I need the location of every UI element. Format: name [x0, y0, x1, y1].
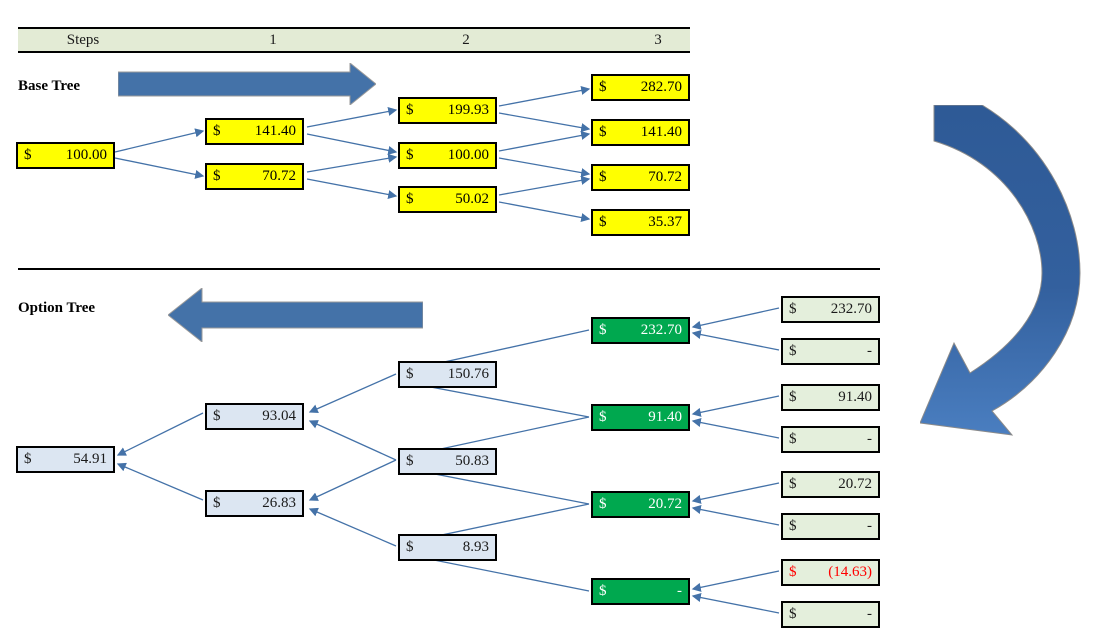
node-value: 282.70	[640, 79, 682, 95]
payoff-node-negative: $ (14.63)	[781, 559, 880, 586]
currency-symbol: $	[213, 168, 221, 184]
option-node: $ 26.83	[205, 490, 304, 517]
node-value: 35.37	[648, 214, 682, 230]
option-node: $ 54.91	[16, 446, 115, 473]
currency-symbol: $	[213, 408, 221, 424]
currency-symbol: $	[789, 343, 797, 359]
node-value: 70.72	[648, 169, 682, 185]
node-value: 141.40	[640, 124, 682, 140]
base-node: $ 100.00	[398, 142, 497, 169]
currency-symbol: $	[599, 169, 607, 185]
option-node: $ 50.83	[398, 448, 497, 475]
steps-header-1: 1	[269, 31, 277, 48]
node-value: 70.72	[262, 168, 296, 184]
currency-symbol: $	[789, 431, 797, 447]
node-value: 93.04	[262, 408, 296, 424]
base-node: $ 70.72	[591, 164, 690, 191]
payoff-node: $ 20.72	[781, 471, 880, 498]
steps-header-bar: Steps 1 2 3	[18, 27, 690, 53]
section-divider	[18, 268, 880, 270]
currency-symbol: $	[789, 564, 797, 580]
node-value: (14.63)	[828, 564, 872, 580]
base-node: $ 141.40	[591, 119, 690, 146]
node-value: -	[867, 343, 872, 359]
left-block-arrow-icon	[168, 288, 423, 342]
currency-symbol: $	[24, 147, 32, 163]
node-value: 232.70	[830, 301, 872, 317]
node-value: 50.83	[455, 453, 489, 469]
payoff-node: $ -	[781, 426, 880, 453]
base-node: $ 100.00	[16, 142, 115, 169]
node-value: 20.72	[648, 496, 682, 512]
node-value: 8.93	[462, 539, 489, 555]
node-value: 150.76	[447, 366, 489, 382]
node-value: 232.70	[640, 322, 682, 338]
steps-header-3: 3	[654, 31, 662, 48]
payoff-node: $ 91.40	[781, 384, 880, 411]
payoff-node: $ -	[781, 601, 880, 628]
currency-symbol: $	[406, 147, 414, 163]
node-value: 100.00	[65, 147, 107, 163]
base-node: $ 35.37	[591, 209, 690, 236]
base-node: $ 199.93	[398, 97, 497, 124]
currency-symbol: $	[406, 539, 414, 555]
steps-header-2: 2	[462, 31, 470, 48]
option-terminal-node: $ 232.70	[591, 317, 690, 344]
currency-symbol: $	[406, 366, 414, 382]
currency-symbol: $	[789, 476, 797, 492]
currency-symbol: $	[599, 322, 607, 338]
base-node: $ 50.02	[398, 186, 497, 213]
currency-symbol: $	[406, 102, 414, 118]
node-value: -	[867, 606, 872, 622]
payoff-node: $ 232.70	[781, 296, 880, 323]
node-value: 26.83	[262, 495, 296, 511]
currency-symbol: $	[213, 123, 221, 139]
currency-symbol: $	[599, 496, 607, 512]
option-node: $ 150.76	[398, 361, 497, 388]
node-value: 91.40	[648, 409, 682, 425]
node-value: 50.02	[455, 191, 489, 207]
node-value: 141.40	[254, 123, 296, 139]
currency-symbol: $	[789, 518, 797, 534]
payoff-node: $ -	[781, 513, 880, 540]
node-value: 199.93	[447, 102, 489, 118]
node-value: 54.91	[73, 451, 107, 467]
currency-symbol: $	[789, 606, 797, 622]
currency-symbol: $	[599, 214, 607, 230]
option-node: $ 93.04	[205, 403, 304, 430]
node-value: 100.00	[447, 147, 489, 163]
currency-symbol: $	[599, 583, 607, 599]
option-tree-title: Option Tree	[18, 300, 96, 316]
option-terminal-node: $ 20.72	[591, 491, 690, 518]
currency-symbol: $	[213, 495, 221, 511]
currency-symbol: $	[599, 79, 607, 95]
option-terminal-node: $ 91.40	[591, 404, 690, 431]
node-value: -	[867, 518, 872, 534]
currency-symbol: $	[24, 451, 32, 467]
node-value: 91.40	[838, 389, 872, 405]
currency-symbol: $	[789, 389, 797, 405]
currency-symbol: $	[789, 301, 797, 317]
currency-symbol: $	[406, 453, 414, 469]
currency-symbol: $	[599, 409, 607, 425]
base-tree-title: Base Tree	[18, 78, 81, 94]
right-block-arrow-icon	[118, 63, 376, 105]
curved-back-arrow-icon	[920, 105, 1081, 436]
base-node: $ 141.40	[205, 118, 304, 145]
payoff-node: $ -	[781, 338, 880, 365]
option-terminal-node: $ -	[591, 578, 690, 605]
node-value: -	[677, 583, 682, 599]
base-node: $ 282.70	[591, 74, 690, 101]
node-value: 20.72	[838, 476, 872, 492]
node-value: -	[867, 431, 872, 447]
steps-header-label: Steps	[66, 31, 100, 48]
currency-symbol: $	[406, 191, 414, 207]
currency-symbol: $	[599, 124, 607, 140]
base-node: $ 70.72	[205, 163, 304, 190]
option-node: $ 8.93	[398, 534, 497, 561]
